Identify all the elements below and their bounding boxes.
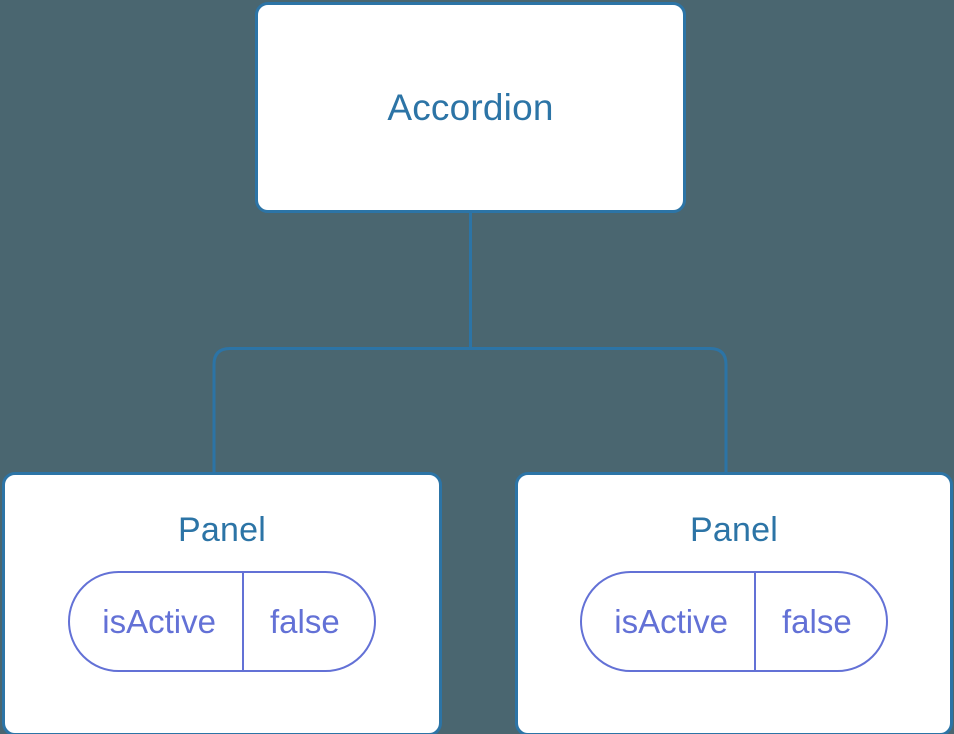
prop-key: isActive (614, 603, 728, 640)
edge-accordion-to-panel-left (212, 347, 471, 474)
prop-key: isActive (102, 603, 216, 640)
node-panel-right[interactable]: Panel isActive false (515, 472, 953, 734)
node-props: isActive false (580, 571, 888, 672)
node-title: Accordion (387, 87, 554, 128)
edge-accordion-to-panel-right (470, 347, 728, 474)
node-title: Panel (690, 511, 778, 549)
node-panel-left[interactable]: Panel isActive false (2, 472, 442, 734)
prop-pill-isactive[interactable]: isActive false (68, 571, 376, 672)
node-title: Panel (178, 511, 266, 549)
prop-value: false (753, 573, 886, 670)
prop-value: false (241, 573, 374, 670)
node-accordion[interactable]: Accordion (255, 2, 686, 213)
node-props: isActive false (68, 571, 376, 672)
prop-pill-isactive[interactable]: isActive false (580, 571, 888, 672)
